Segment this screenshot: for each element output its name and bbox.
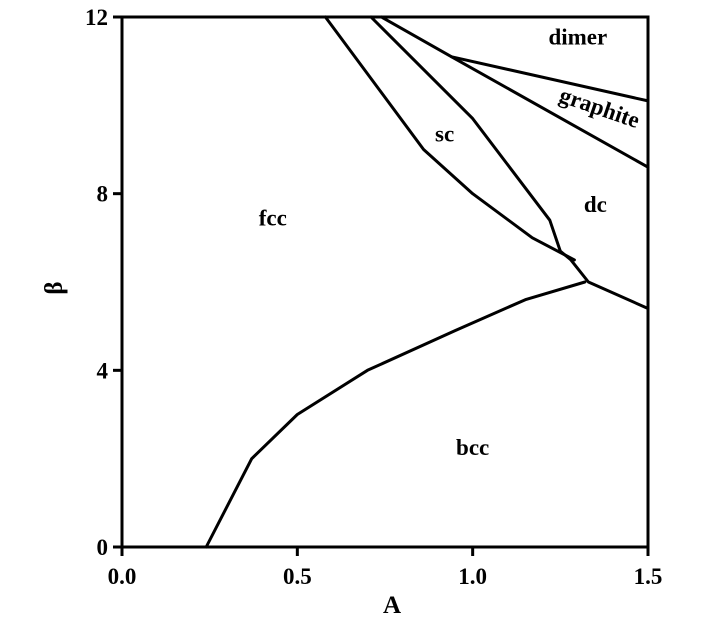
x-axis-ticks: 0.0 0.5 1.0 1.5 <box>108 547 663 589</box>
y-tick-label: 8 <box>97 182 109 207</box>
region-label-dimer: dimer <box>548 24 607 49</box>
region-label-fcc: fcc <box>259 205 287 230</box>
x-tick-label: 0.5 <box>283 564 312 589</box>
y-tick-label: 4 <box>97 358 109 383</box>
phase-boundary-2 <box>323 15 576 262</box>
region-label-bcc: bcc <box>456 435 489 460</box>
region-label-dc: dc <box>584 192 607 217</box>
y-axis-title: β <box>41 281 68 294</box>
plot-frame <box>120 15 650 549</box>
phase-boundaries <box>204 15 650 549</box>
region-label-sc: sc <box>435 122 454 147</box>
y-axis-ticks: 0 4 8 12 <box>85 5 122 560</box>
x-axis-title: A <box>383 592 401 619</box>
x-tick-label: 0.0 <box>108 564 137 589</box>
x-tick-label: 1.0 <box>458 564 487 589</box>
y-tick-label: 12 <box>85 5 108 30</box>
y-tick-label: 0 <box>97 535 109 560</box>
phase-boundary-3 <box>369 15 650 310</box>
phase-boundary-5 <box>450 55 650 103</box>
phase-boundary-1 <box>204 280 587 549</box>
x-tick-label: 1.5 <box>634 564 663 589</box>
